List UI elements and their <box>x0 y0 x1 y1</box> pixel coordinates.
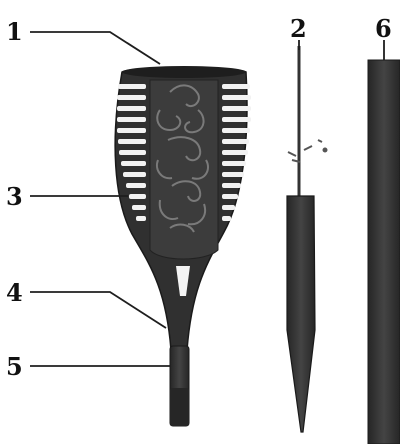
callout-2: 2 <box>290 14 307 43</box>
pole <box>368 60 400 444</box>
leader-line-1 <box>30 32 160 64</box>
callout-4: 4 <box>6 278 23 307</box>
leader-line-4 <box>30 292 166 328</box>
callout-6: 6 <box>375 14 392 43</box>
callout-3: 3 <box>6 182 23 211</box>
stake-body <box>287 196 315 432</box>
callout-5: 5 <box>6 352 23 381</box>
stake-assembly <box>287 46 327 432</box>
torch-top-rim <box>122 66 246 78</box>
torch-assembly <box>115 66 251 426</box>
handle-cap <box>170 388 189 426</box>
callout-1: 1 <box>6 17 23 46</box>
wire-bits <box>288 140 327 162</box>
